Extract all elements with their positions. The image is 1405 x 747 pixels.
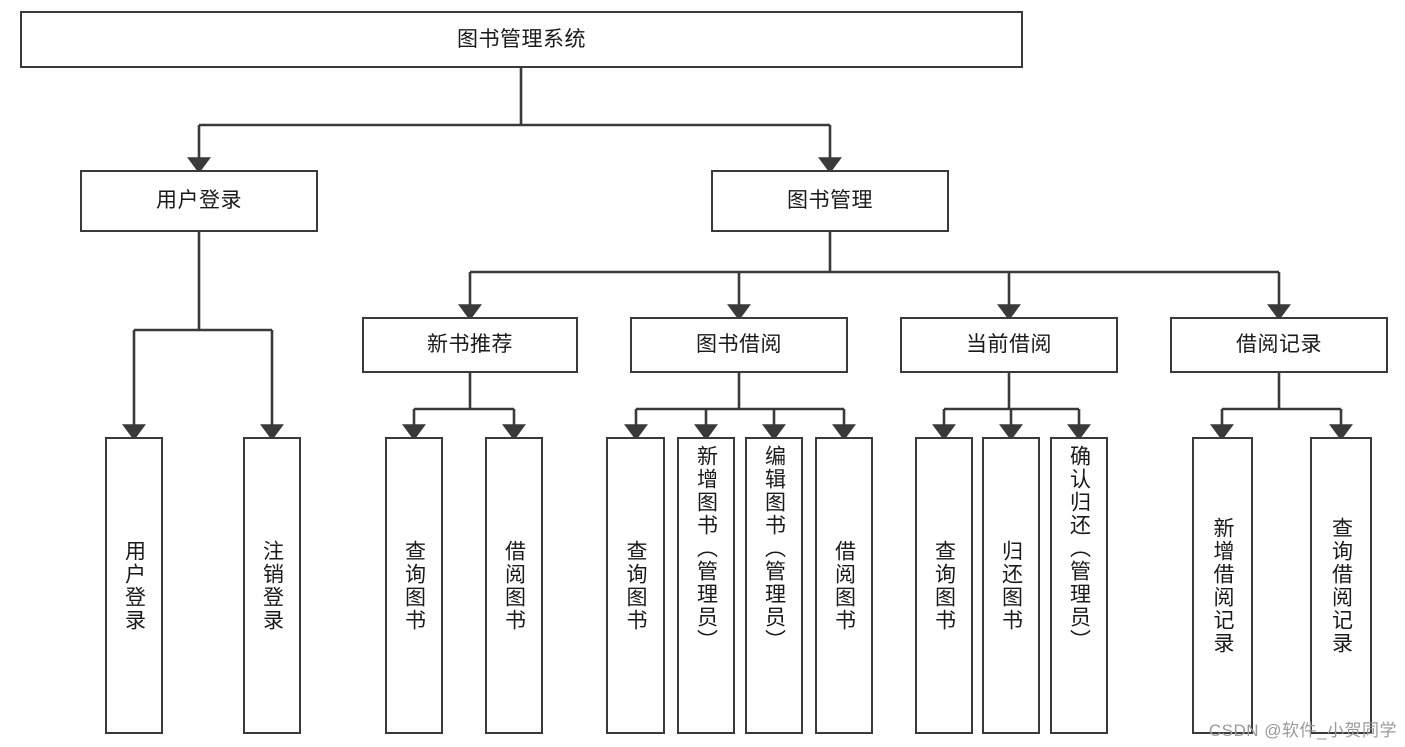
node-label: 借阅图书 [502,539,526,632]
node-label: 编辑图书（管理员） [762,445,786,652]
leaf-cb-confirm-return[interactable]: 确认归还（管理员） [1050,437,1108,734]
node-label: 查询图书 [624,539,648,632]
node-borrow-record[interactable]: 借阅记录 [1170,317,1388,373]
node-root-system[interactable]: 图书管理系统 [20,11,1023,68]
leaf-cb-query-book[interactable]: 查询图书 [915,437,973,734]
node-label: 图书借阅 [696,333,782,357]
node-label: 查询图书 [402,539,426,632]
node-label: 确认归还（管理员） [1067,445,1091,652]
node-label: 查询借阅记录 [1329,516,1353,655]
node-label: 借阅图书 [832,539,856,632]
node-label: 归还图书 [999,539,1023,632]
node-label: 新增借阅记录 [1211,516,1235,655]
leaf-bb-add-book[interactable]: 新增图书（管理员） [677,437,735,734]
node-current-borrow[interactable]: 当前借阅 [900,317,1118,373]
leaf-nb-borrow-book[interactable]: 借阅图书 [485,437,543,734]
leaf-br-add-record[interactable]: 新增借阅记录 [1192,437,1253,734]
node-label: 新书推荐 [427,333,513,357]
node-label: 查询图书 [932,539,956,632]
node-label: 注销登录 [260,539,284,632]
node-label: 图书管理 [787,189,873,213]
leaf-user-login[interactable]: 用户登录 [105,437,163,734]
leaf-bb-borrow-book[interactable]: 借阅图书 [815,437,873,734]
leaf-cb-return-book[interactable]: 归还图书 [982,437,1040,734]
node-book-borrow[interactable]: 图书借阅 [630,317,848,373]
leaf-br-query-record[interactable]: 查询借阅记录 [1310,437,1372,734]
leaf-bb-edit-book[interactable]: 编辑图书（管理员） [745,437,803,734]
node-label: 用户登录 [122,539,146,632]
leaf-bb-query-book[interactable]: 查询图书 [606,437,665,734]
node-new-book-recommend[interactable]: 新书推荐 [362,317,578,373]
node-label: 当前借阅 [966,333,1052,357]
node-label: 借阅记录 [1236,333,1322,357]
node-label: 新增图书（管理员） [694,445,718,652]
leaf-nb-query-book[interactable]: 查询图书 [385,437,443,734]
node-label: 图书管理系统 [457,27,586,51]
leaf-logout[interactable]: 注销登录 [243,437,301,734]
watermark-text: CSDN @软件_小贺同学 [1208,721,1397,740]
node-label: 用户登录 [156,189,242,213]
node-book-management[interactable]: 图书管理 [711,170,949,232]
node-user-login[interactable]: 用户登录 [80,170,318,232]
